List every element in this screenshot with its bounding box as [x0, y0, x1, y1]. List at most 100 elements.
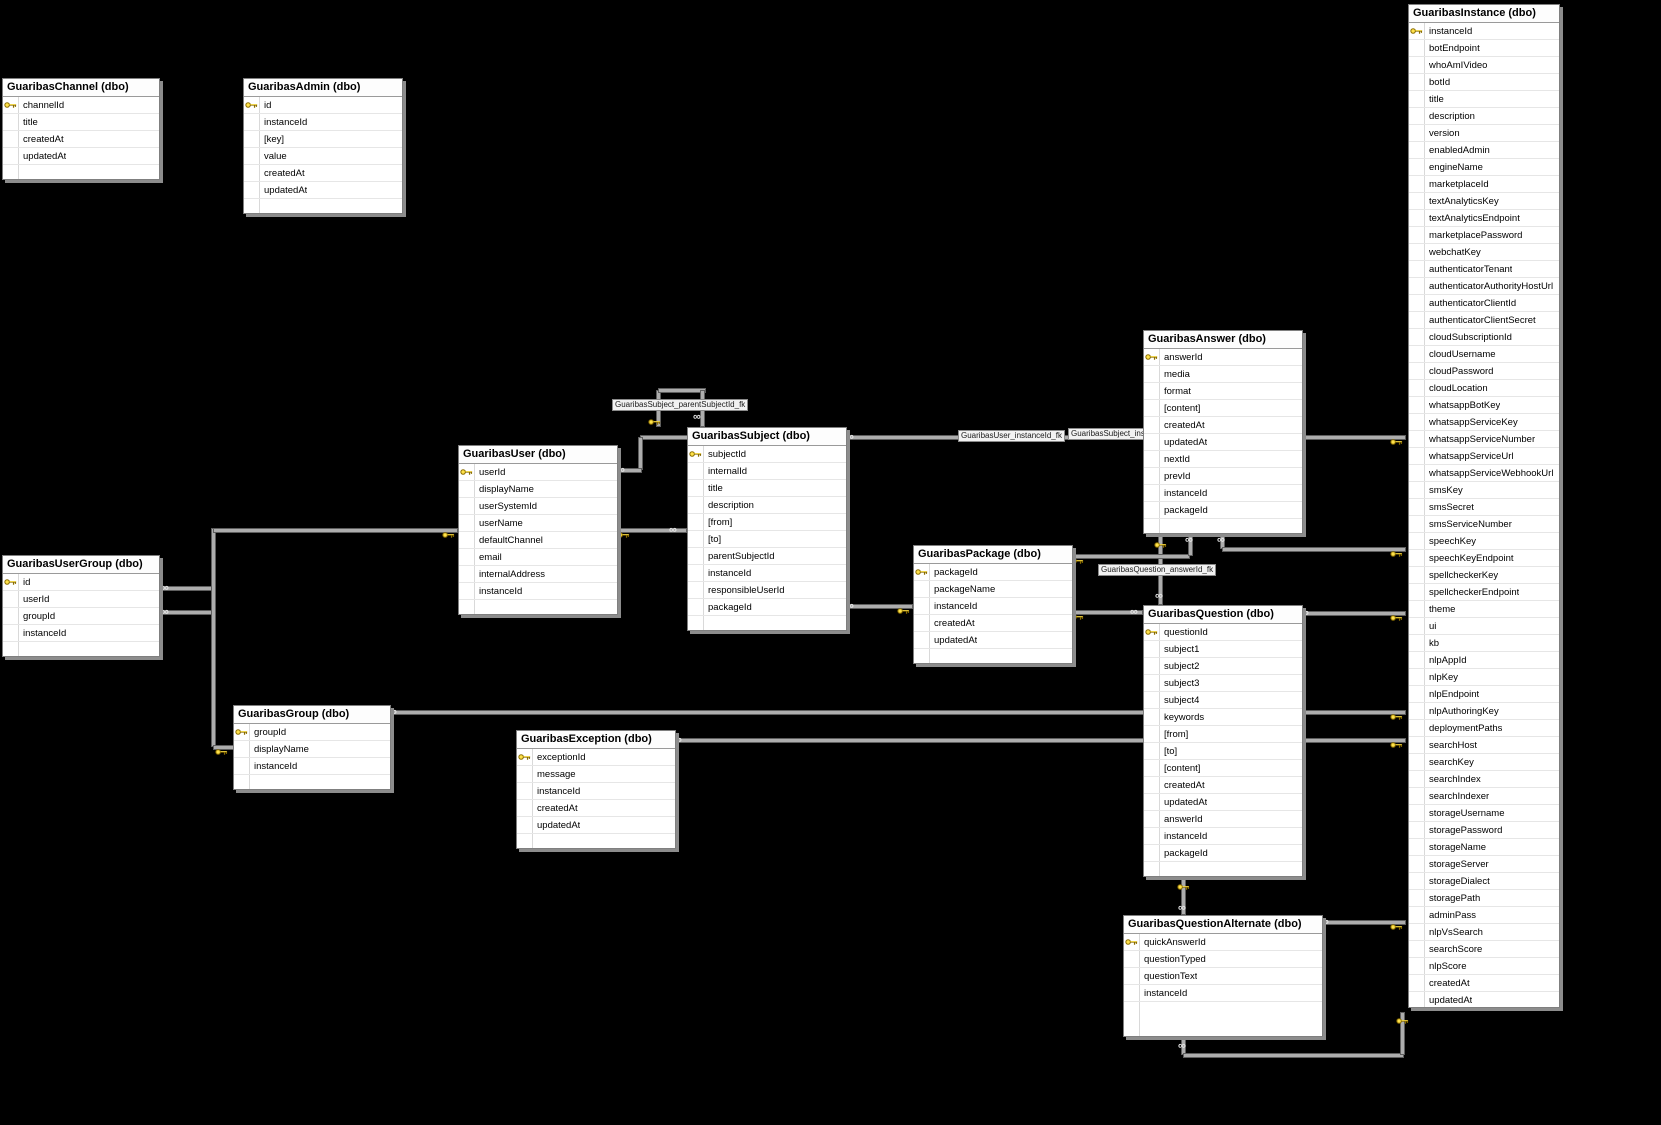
relationship-line[interactable]	[1323, 920, 1406, 925]
relationship-line[interactable]	[1073, 610, 1143, 615]
field-row[interactable]: createdAt	[3, 131, 159, 148]
field-row[interactable]: updatedAt	[1144, 434, 1302, 451]
field-row[interactable]: exceptionId	[517, 749, 675, 766]
field-row[interactable]: prevId	[1144, 468, 1302, 485]
field-row[interactable]: media	[1144, 366, 1302, 383]
field-row[interactable]: nextId	[1144, 451, 1302, 468]
field-row[interactable]: theme	[1409, 601, 1559, 618]
field-row[interactable]: authenticatorAuthorityHostUrl	[1409, 278, 1559, 295]
field-row[interactable]: nlpKey	[1409, 669, 1559, 686]
field-row[interactable]: engineName	[1409, 159, 1559, 176]
field-row[interactable]: whatsappServiceNumber	[1409, 431, 1559, 448]
relationship-line[interactable]	[1400, 1012, 1405, 1055]
field-row[interactable]: [content]	[1144, 400, 1302, 417]
field-row[interactable]: nlpAuthoringKey	[1409, 703, 1559, 720]
field-row[interactable]: smsServiceNumber	[1409, 516, 1559, 533]
field-row[interactable]: storageName	[1409, 839, 1559, 856]
field-row[interactable]: packageId	[914, 564, 1072, 581]
field-row[interactable]: instanceId	[914, 598, 1072, 615]
field-row[interactable]: whoAmIVideo	[1409, 57, 1559, 74]
field-row[interactable]: id	[3, 574, 159, 591]
field-row[interactable]: updatedAt	[914, 632, 1072, 649]
field-row[interactable]: userSystemId	[459, 498, 617, 515]
field-row[interactable]: authenticatorTenant	[1409, 261, 1559, 278]
field-row[interactable]: message	[517, 766, 675, 783]
field-row[interactable]: instanceId	[688, 565, 846, 582]
relationship-line[interactable]	[1222, 547, 1406, 552]
field-row[interactable]: displayName	[459, 481, 617, 498]
relationship-label[interactable]: GuaribasUser_instanceId_fk	[958, 430, 1065, 442]
field-row[interactable]: instanceId	[3, 625, 159, 642]
field-row[interactable]: instanceId	[1144, 828, 1302, 845]
field-row[interactable]: parentSubjectId	[688, 548, 846, 565]
field-row[interactable]: subjectId	[688, 446, 846, 463]
field-row[interactable]: smsKey	[1409, 482, 1559, 499]
field-row[interactable]: updatedAt	[3, 148, 159, 165]
relationship-line[interactable]	[676, 738, 1406, 743]
field-row[interactable]: defaultChannel	[459, 532, 617, 549]
field-row[interactable]: questionId	[1144, 624, 1302, 641]
field-row[interactable]: title	[3, 114, 159, 131]
field-row[interactable]: deploymentPaths	[1409, 720, 1559, 737]
relationship-label[interactable]: GuaribasSubject_parentSubjectId_fk	[612, 399, 749, 411]
field-row[interactable]: userName	[459, 515, 617, 532]
field-row[interactable]: adminPass	[1409, 907, 1559, 924]
field-row[interactable]: createdAt	[1144, 777, 1302, 794]
field-row[interactable]: [to]	[688, 531, 846, 548]
field-row[interactable]: description	[1409, 108, 1559, 125]
field-row[interactable]: authenticatorClientSecret	[1409, 312, 1559, 329]
relationship-line[interactable]	[391, 710, 1406, 715]
relationship-line[interactable]	[638, 437, 643, 470]
relationship-line[interactable]	[1181, 877, 1186, 915]
field-row[interactable]: channelId	[3, 97, 159, 114]
field-row[interactable]: cloudPassword	[1409, 363, 1559, 380]
field-row[interactable]: updatedAt	[1409, 992, 1559, 1007]
field-row[interactable]: instanceId	[244, 114, 402, 131]
field-row[interactable]: groupId	[3, 608, 159, 625]
field-row[interactable]: description	[688, 497, 846, 514]
field-row[interactable]: [to]	[1144, 743, 1302, 760]
field-row[interactable]: whatsappServiceKey	[1409, 414, 1559, 431]
field-row[interactable]: packageName	[914, 581, 1072, 598]
relationship-line[interactable]	[1188, 534, 1193, 556]
field-row[interactable]: storagePath	[1409, 890, 1559, 907]
field-row[interactable]: nlpScore	[1409, 958, 1559, 975]
field-row[interactable]: nlpVsSearch	[1409, 924, 1559, 941]
field-row[interactable]: speechKey	[1409, 533, 1559, 550]
field-row[interactable]: whatsappServiceWebhookUrl	[1409, 465, 1559, 482]
relationship-line[interactable]	[658, 388, 706, 393]
field-row[interactable]: internalId	[688, 463, 846, 480]
field-row[interactable]: packageId	[688, 599, 846, 616]
field-row[interactable]: subject4	[1144, 692, 1302, 709]
field-row[interactable]: instanceId	[1409, 23, 1559, 40]
field-row[interactable]: searchHost	[1409, 737, 1559, 754]
field-row[interactable]: email	[459, 549, 617, 566]
field-row[interactable]: id	[244, 97, 402, 114]
field-row[interactable]: answerId	[1144, 349, 1302, 366]
field-row[interactable]: cloudLocation	[1409, 380, 1559, 397]
field-row[interactable]: createdAt	[1409, 975, 1559, 992]
field-row[interactable]: marketplacePassword	[1409, 227, 1559, 244]
relationship-line[interactable]	[213, 528, 458, 533]
field-row[interactable]: keywords	[1144, 709, 1302, 726]
field-row[interactable]: spellcheckerKey	[1409, 567, 1559, 584]
field-row[interactable]: marketplaceId	[1409, 176, 1559, 193]
field-row[interactable]: speechKeyEndpoint	[1409, 550, 1559, 567]
field-row[interactable]: createdAt	[914, 615, 1072, 632]
field-row[interactable]: displayName	[234, 741, 390, 758]
field-row[interactable]: cloudSubscriptionId	[1409, 329, 1559, 346]
field-row[interactable]: storageDialect	[1409, 873, 1559, 890]
field-row[interactable]: packageId	[1144, 502, 1302, 519]
field-row[interactable]: whatsappServiceUrl	[1409, 448, 1559, 465]
relationship-line[interactable]	[618, 528, 687, 533]
field-row[interactable]: instanceId	[234, 758, 390, 775]
field-row[interactable]: textAnalyticsEndpoint	[1409, 210, 1559, 227]
field-row[interactable]: nlpAppId	[1409, 652, 1559, 669]
